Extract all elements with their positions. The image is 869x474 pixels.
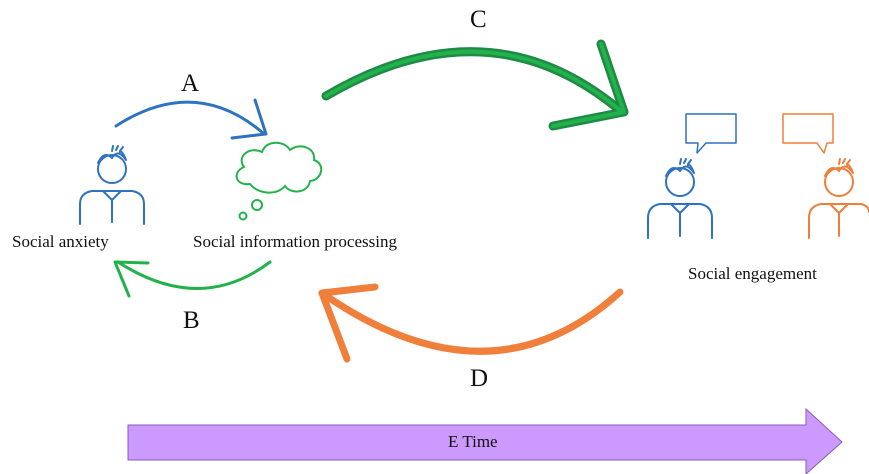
speech-bubble-orange-icon — [782, 113, 834, 154]
label-b: B — [183, 307, 200, 334]
label-a: A — [181, 70, 200, 97]
arrow-d — [318, 283, 624, 363]
arrow-c — [321, 39, 629, 131]
person-orange-icon — [808, 158, 869, 239]
person-blue-icon — [79, 145, 145, 225]
label-time-arrow: E Time — [448, 432, 498, 451]
thought-cloud-icon — [235, 141, 323, 221]
speech-bubble-blue-icon — [685, 113, 737, 154]
label-social-anxiety: Social anxiety — [12, 232, 109, 251]
arrow-b — [113, 260, 272, 298]
label-d: D — [470, 365, 489, 392]
arrow-a — [114, 98, 268, 140]
person-blue-icon — [647, 158, 713, 239]
label-c: C — [470, 6, 487, 33]
label-social-information-processing: Social information processing — [193, 232, 397, 251]
time-arrow — [127, 407, 843, 474]
label-social-engagement: Social engagement — [688, 264, 817, 283]
